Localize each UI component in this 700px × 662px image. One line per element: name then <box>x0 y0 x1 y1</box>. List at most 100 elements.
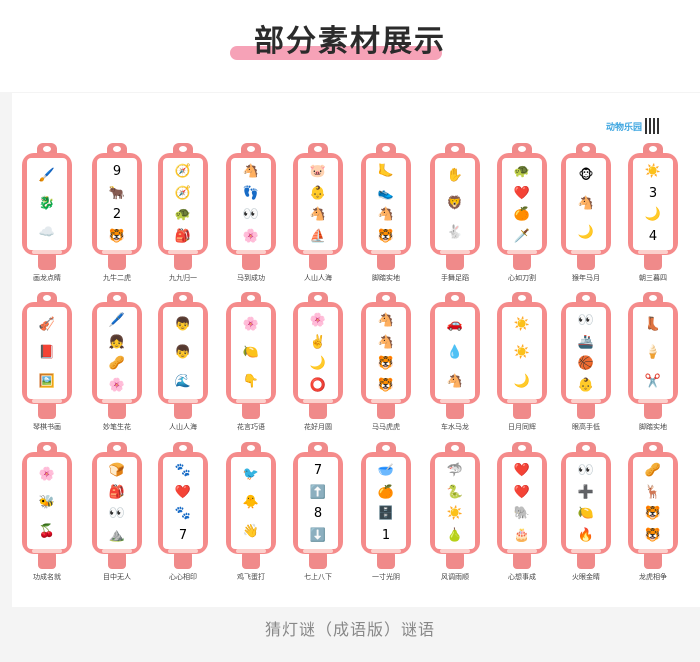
riddle-icon: ✋ <box>446 167 464 183</box>
riddle-icon: ⬆️ <box>309 484 327 500</box>
riddle-icon: 🗄️ <box>377 506 395 522</box>
riddle-icon: 🐾 <box>174 506 192 522</box>
tag-body: 🖌️🐉☁️ <box>22 153 72 255</box>
riddle-icon: 7 <box>178 527 188 543</box>
brand-name: 动物乐园 <box>606 122 643 133</box>
riddle-answer: 画龙点睛 <box>33 274 61 282</box>
riddle-icon: 👢 <box>644 316 662 332</box>
riddle-icon: ☀️ <box>513 345 531 361</box>
riddle-tag: 🌸✌️🌙⭕花好月圆 <box>293 292 343 437</box>
tag-body: ☀️3🌙4 <box>628 153 678 255</box>
riddle-icon: 👧 <box>108 334 126 350</box>
riddle-icon: 🦌 <box>644 484 662 500</box>
riddle-tag: 9🐂2🐯 九牛二虎 <box>92 143 142 288</box>
tag-strip <box>371 549 401 553</box>
tag-body: 🧭🧭🐢🎒 <box>158 153 208 255</box>
riddle-card: 🐷👶🐴⛵ <box>298 158 338 250</box>
riddle-tag: 🐷👶🐴⛵ 人山人海 <box>293 143 343 288</box>
riddle-tag: 🐦🐥👋鸡飞蛋打 <box>226 442 276 587</box>
tag-strip <box>168 399 198 403</box>
tag-body: 🎻📕🖼️ <box>22 302 72 404</box>
tag-body: ☀️☀️🌙 <box>497 302 547 404</box>
riddle-card: 👦👦🌊 <box>163 307 203 399</box>
riddle-tag: 🌸🍋👇花言巧语 <box>226 292 276 437</box>
riddle-tag: 🧭🧭🐢🎒九九归一 <box>158 143 208 288</box>
riddle-tag: ❤️❤️🐘🎂心想事成 <box>497 442 547 587</box>
riddle-icon: 👀 <box>242 207 260 223</box>
riddle-icon: ☀️ <box>513 316 531 332</box>
title-underline <box>230 46 442 60</box>
riddle-icon: 🐯 <box>377 377 395 393</box>
riddle-icon: 🍒 <box>38 524 56 540</box>
riddle-card: 🖊️👧🥜🌸 <box>97 307 137 399</box>
riddle-icon: ❤️ <box>513 463 531 479</box>
riddle-answer: 人山人海 <box>304 274 332 282</box>
tag-tail <box>446 254 464 270</box>
riddle-icon: 👣 <box>242 185 260 201</box>
riddle-icon: 🌊 <box>174 374 192 390</box>
tag-strip <box>371 399 401 403</box>
tag-body: ❤️❤️🐘🎂 <box>497 452 547 554</box>
riddle-icon: 🐵 <box>578 167 594 183</box>
riddle-icon: 🐴 <box>242 164 260 180</box>
riddle-answer: 风调雨顺 <box>441 573 469 581</box>
tag-tail <box>377 553 395 569</box>
riddle-card: 🐵🐴🌙 <box>566 158 606 250</box>
riddle-card: 7⬆️8⬇️ <box>298 457 338 549</box>
riddle-card: ☀️3🌙4 <box>633 158 673 250</box>
riddle-icon: 🐴 <box>377 207 395 223</box>
riddle-icon: ☀️ <box>446 506 464 522</box>
tag-body: ✋🦁🐇 <box>430 153 480 255</box>
riddle-icon: 🍞 <box>108 463 126 479</box>
riddle-answer: 心想事成 <box>508 573 536 581</box>
riddle-answer: 九牛二虎 <box>103 274 131 282</box>
riddle-icon: 🌸 <box>242 316 260 332</box>
riddle-icon: 🎒 <box>174 228 192 244</box>
riddle-icon: ❤️ <box>513 484 531 500</box>
tag-strip <box>236 549 266 553</box>
riddle-card: 🐢❤️🍊🗡️ <box>502 158 542 250</box>
tag-body: 🥣🍊🗄️1 <box>361 452 411 554</box>
tag-tail <box>309 403 327 419</box>
tag-strip <box>236 250 266 254</box>
tag-body: 👦👦🌊 <box>158 302 208 404</box>
tag-body: 👀➕🍋🔥 <box>561 452 611 554</box>
riddle-icon: 🐘 <box>513 506 531 522</box>
tag-strip <box>236 399 266 403</box>
riddle-icon: 🌙 <box>309 356 327 372</box>
tag-tail <box>108 254 126 270</box>
riddle-icon: 🍊 <box>513 207 531 223</box>
riddle-icon: 🐢 <box>174 207 192 223</box>
tag-strip <box>303 399 333 403</box>
riddle-icon: 🥜 <box>108 356 126 372</box>
riddle-icon: 👶 <box>577 377 595 393</box>
tag-body: 🥜🦌🐯🐯 <box>628 452 678 554</box>
riddle-answer: 龙虎相争 <box>639 573 667 581</box>
tag-strip <box>32 549 62 553</box>
tag-strip <box>507 549 537 553</box>
riddle-card: 🐴🐴🐯🐯 <box>366 307 406 399</box>
tag-body: 9🐂2🐯 <box>92 153 142 255</box>
tag-body: 🐴👣👀🌸 <box>226 153 276 255</box>
tag-tail <box>513 254 531 270</box>
riddle-card: 🧭🧭🐢🎒 <box>163 158 203 250</box>
riddle-answer: 脚踏实地 <box>639 423 667 431</box>
riddle-icon: 💧 <box>446 345 464 361</box>
riddle-icon: 🌸 <box>38 466 56 482</box>
tag-body: 7⬆️8⬇️ <box>293 452 343 554</box>
qr-code-icon <box>645 118 662 134</box>
riddle-card: 🥣🍊🗄️1 <box>366 457 406 549</box>
tag-tail <box>174 254 192 270</box>
tag-tail <box>174 553 192 569</box>
riddle-answer: 目中无人 <box>103 573 131 581</box>
riddle-icon: 🧭 <box>174 185 192 201</box>
riddle-icon: 👀 <box>577 313 595 329</box>
tag-body: 🚗💧🐴 <box>430 302 480 404</box>
tag-strip <box>440 549 470 553</box>
tag-tail <box>108 553 126 569</box>
tag-body: 🌸🍋👇 <box>226 302 276 404</box>
riddle-icon: 🦈 <box>446 463 464 479</box>
riddle-icon: 🐂 <box>108 185 126 201</box>
page-title: 部分素材展示 <box>254 24 446 59</box>
